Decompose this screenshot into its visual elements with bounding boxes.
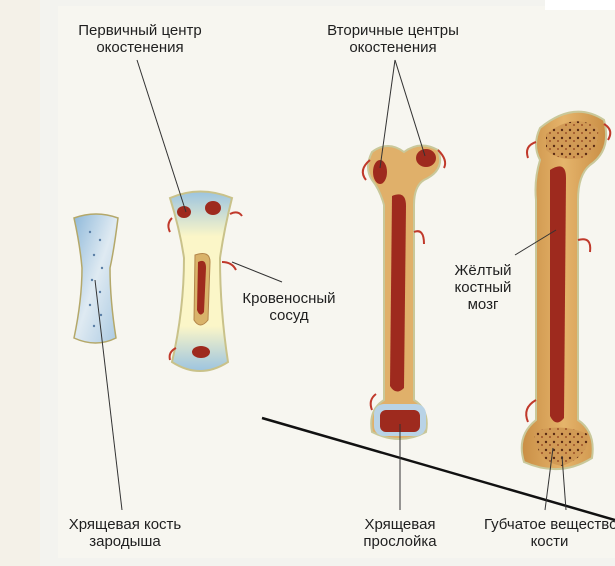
label-line: сосуд [234, 307, 344, 324]
label-blood-vessel: Кровеносный сосуд [234, 290, 344, 324]
label-line: Вторичные центры [318, 22, 468, 39]
label-line: Хрящевая [350, 516, 450, 533]
label-line: окостенения [70, 39, 210, 56]
label-secondary-centers: Вторичные центры окостенения [318, 22, 468, 56]
label-primary-center: Первичный центр окостенения [70, 22, 210, 56]
label-line: кости [484, 533, 615, 550]
label-spongy-bone: Губчатое вещество кости [484, 516, 615, 550]
label-line: Первичный центр [70, 22, 210, 39]
label-line: мозг [448, 296, 518, 313]
label-line: Жёлтый [448, 262, 518, 279]
label-embryo-cartilage: Хрящевая кость зародыша [60, 516, 190, 550]
secondary-ossification-bone [363, 145, 445, 439]
label-cartilage-layer: Хрящевая прослойка [350, 516, 450, 550]
label-line: костный [448, 279, 518, 296]
label-line: прослойка [350, 533, 450, 550]
label-line: окостенения [318, 39, 468, 56]
label-line: Хрящевая кость [60, 516, 190, 533]
label-line: Кровеносный [234, 290, 344, 307]
primary-ossification-bone [168, 192, 242, 372]
embryo-cartilage-bone [74, 214, 118, 343]
adult-bone [522, 112, 611, 469]
label-yellow-marrow: Жёлтый костный мозг [448, 262, 518, 313]
label-line: Губчатое вещество [484, 516, 615, 533]
label-line: зародыша [60, 533, 190, 550]
